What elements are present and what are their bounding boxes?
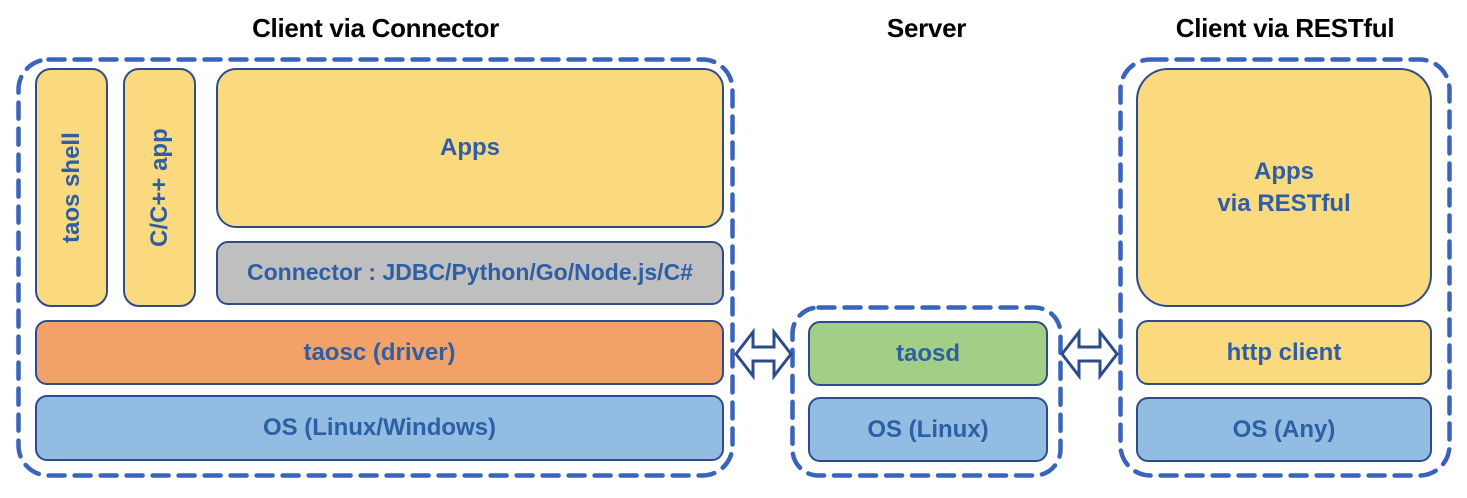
os-linux-windows-label: OS (Linux/Windows)	[262, 414, 497, 442]
bidirectional-arrow-icon-left	[734, 327, 793, 381]
client-connector-title: Client via Connector	[252, 13, 499, 43]
cpp-app-label: C/C++ app	[145, 128, 173, 247]
http-client-box: http client	[1136, 320, 1432, 385]
cpp-app-box: C/C++ app	[123, 68, 196, 307]
client-connector-container-border	[16, 57, 735, 478]
server-title: Server	[886, 13, 967, 43]
taosd-box: taosd	[808, 321, 1048, 386]
taos-shell-label: taos shell	[57, 132, 85, 243]
apps-label: Apps	[440, 134, 500, 162]
client-restful-title: Client via RESTful	[1175, 13, 1395, 43]
client-restful-container-border	[1118, 57, 1452, 478]
server-container-border	[790, 305, 1063, 478]
os-any-box: OS (Any)	[1136, 397, 1432, 462]
os-any-label: OS (Any)	[1232, 415, 1336, 443]
os-linux-windows-box: OS (Linux/Windows)	[35, 395, 724, 461]
bidirectional-arrow-icon-right	[1060, 327, 1119, 381]
os-linux-box: OS (Linux)	[808, 397, 1048, 462]
connector-box: Connector : JDBC/Python/Go/Node.js/C#	[216, 241, 724, 305]
http-client-label: http client	[1226, 338, 1342, 366]
apps-box: Apps	[216, 68, 724, 228]
taosc-driver-box: taosc (driver)	[35, 320, 724, 385]
taosd-label: taosd	[895, 339, 960, 367]
apps-via-restful-box: Apps via RESTful	[1136, 68, 1432, 307]
os-linux-label: OS (Linux)	[867, 415, 989, 443]
taosc-driver-label: taosc (driver)	[303, 338, 456, 366]
taos-shell-box: taos shell	[35, 68, 108, 307]
connector-label: Connector : JDBC/Python/Go/Node.js/C#	[247, 259, 693, 286]
apps-via-restful-label: Apps via RESTful	[1217, 158, 1351, 217]
